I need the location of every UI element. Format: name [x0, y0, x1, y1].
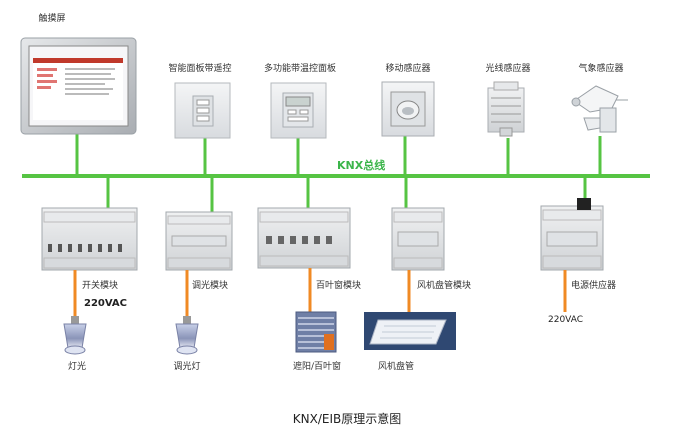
motion-sensor-icon	[381, 81, 435, 137]
light-sensor-icon	[487, 81, 525, 137]
load-connectors	[73, 268, 567, 318]
module-label-switch: 开关模块	[82, 281, 119, 291]
blinds-icon	[295, 311, 337, 353]
module-label-blind: 百叶窗模块	[316, 281, 362, 291]
module-label-fan-coil: 风机盘管模块	[417, 281, 472, 291]
dimmable-lamp-icon	[175, 316, 199, 355]
device-label-motion-sensor: 移动感应器	[385, 64, 431, 74]
bus-label: KNX总线	[337, 159, 386, 172]
voltage-label-switch: 220VAC	[84, 298, 128, 309]
top-connectors	[75, 130, 602, 176]
fan-coil-unit-icon	[364, 312, 456, 350]
device-label-smart-panel: 智能面板带遥控	[168, 64, 232, 74]
load-label-lamp: 灯光	[67, 362, 87, 372]
device-label-touch-screen: 触摸屏	[38, 14, 66, 24]
load-label-dimmable-lamp: 调光灯	[173, 362, 201, 372]
power-supply-icon	[540, 198, 604, 271]
load-label-blinds: 遮阳/百叶窗	[292, 362, 342, 372]
device-label-thermostat-panel: 多功能带温控面板	[263, 64, 337, 74]
blind-actuator-icon	[257, 207, 351, 269]
load-label-fan-coil-unit: 风机盘管	[377, 362, 415, 372]
switch-actuator-icon	[41, 207, 138, 271]
module-label-dimmer: 调光模块	[192, 281, 229, 291]
touch-screen-icon	[20, 37, 137, 135]
diagram-title: KNX/EIB原理示意图	[292, 412, 402, 426]
thermostat-panel-icon	[270, 82, 327, 139]
voltage-label-power: 220VAC	[548, 315, 584, 325]
bottom-connectors	[106, 176, 587, 212]
lamp-icon	[63, 316, 87, 355]
weather-sensor-icon	[571, 85, 628, 133]
dimmer-actuator-icon	[165, 211, 233, 271]
smart-panel-icon	[174, 82, 231, 139]
fan-coil-actuator-icon	[391, 207, 445, 271]
device-label-light-sensor: 光线感应器	[485, 64, 531, 74]
device-label-weather-sensor: 气象感应器	[578, 64, 624, 74]
module-label-power-supply: 电源供应器	[571, 281, 617, 291]
